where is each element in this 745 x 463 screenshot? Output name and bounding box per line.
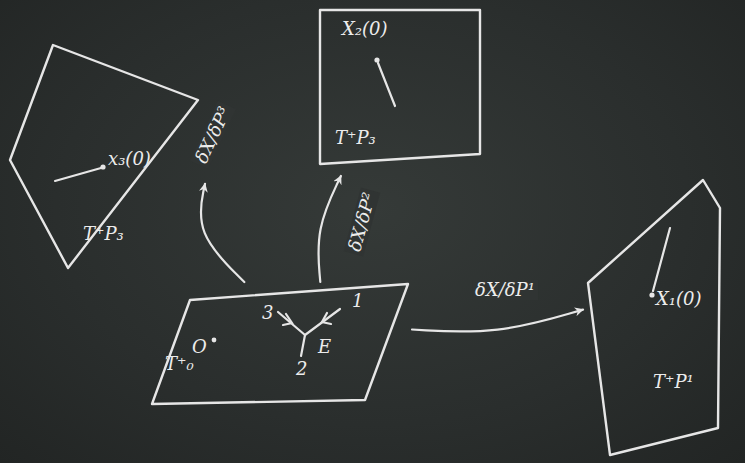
map-label: δX/δP² bbox=[344, 188, 380, 257]
plane-outline bbox=[150, 282, 412, 407]
map-arrow bbox=[318, 176, 340, 282]
chalk-label: E bbox=[318, 338, 331, 356]
tangent-plane: x₃(0) T⁺P₃ bbox=[8, 40, 205, 272]
chalk-label: X₁(0) bbox=[656, 290, 702, 308]
point-dot bbox=[100, 164, 105, 169]
chalk-label: O bbox=[192, 338, 207, 356]
tangent-vector bbox=[653, 228, 670, 291]
chalk-label: T⁺P¹ bbox=[653, 373, 694, 391]
chalk-label: X₂(0) bbox=[342, 20, 388, 38]
leg-arrowhead bbox=[322, 313, 331, 324]
tangent-plane: X₁(0) T⁺P¹ bbox=[583, 178, 723, 458]
plane-edge bbox=[320, 10, 480, 164]
map-arrow bbox=[412, 310, 583, 332]
tangent-plane: X₂(0) T⁺P₃ bbox=[312, 4, 482, 176]
plane-outline bbox=[312, 4, 482, 176]
plane-edge bbox=[10, 45, 198, 268]
chalk-label: 1 bbox=[352, 292, 363, 310]
chalk-label: T⁺₀ bbox=[165, 355, 194, 373]
map-label: δX/δP³ bbox=[190, 101, 236, 169]
point-dot bbox=[649, 292, 654, 297]
origin-dot bbox=[212, 338, 217, 343]
chalk-label: 2 bbox=[296, 360, 307, 378]
chalk-label: x₃(0) bbox=[108, 150, 151, 168]
plane-outline bbox=[583, 178, 723, 458]
junction-leg bbox=[301, 335, 305, 356]
junction-leg bbox=[278, 312, 305, 335]
chalk-label: 3 bbox=[262, 304, 273, 322]
point-dot bbox=[374, 57, 379, 62]
junction-leg bbox=[305, 309, 340, 335]
leg-arrowhead bbox=[283, 314, 292, 325]
plane-edge bbox=[588, 180, 720, 455]
tangent-vector bbox=[378, 63, 395, 106]
tangent-vector bbox=[55, 168, 101, 181]
map-label: δX/δP¹ bbox=[472, 280, 538, 300]
chalk-label: T⁺P₃ bbox=[335, 129, 376, 147]
map-arrow bbox=[201, 184, 245, 282]
chalk-label: T⁺P₃ bbox=[83, 225, 124, 243]
plane-edge bbox=[152, 284, 408, 404]
tangent-plane: T⁺₀O 3 1 2E bbox=[150, 282, 412, 407]
